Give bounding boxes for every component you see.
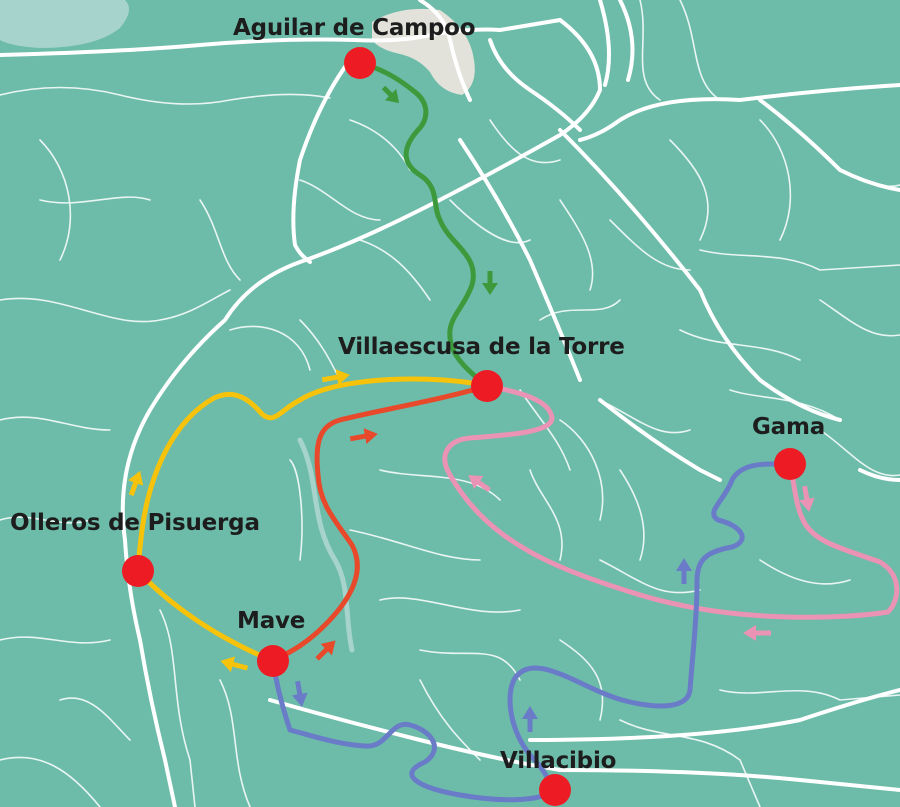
label-villacibio: Villacibio: [500, 748, 617, 774]
arrow-pink-2: [798, 485, 815, 512]
arrow-yellow-1: [321, 369, 350, 386]
label-olleros: Olleros de Pisuerga: [10, 510, 260, 536]
marker-aguilar[interactable]: [344, 47, 376, 79]
route-pink: [442, 383, 900, 620]
marker-villacibio[interactable]: [539, 774, 571, 806]
arrow-yellow-3: [220, 656, 249, 672]
town-markers: [122, 47, 806, 806]
arrow-pink-1: [468, 475, 491, 493]
route-green: [358, 60, 490, 389]
reservoir: [0, 0, 129, 48]
arrow-red-1: [349, 428, 378, 445]
route-red: [270, 383, 490, 664]
arrow-red-2: [315, 640, 336, 661]
label-mave: Mave: [237, 608, 306, 634]
marker-mave[interactable]: [257, 645, 289, 677]
arrow-blue-1: [676, 558, 692, 584]
label-aguilar: Aguilar de Campoo: [233, 15, 476, 41]
arrow-green-2: [482, 271, 498, 295]
direction-arrows: [128, 85, 815, 732]
arrow-blue-3: [291, 680, 308, 707]
arrow-pink-3: [743, 625, 771, 641]
marker-olleros[interactable]: [122, 555, 154, 587]
river: [297, 437, 355, 653]
label-villaescusa: Villaescusa de la Torre: [338, 334, 625, 360]
label-gama: Gama: [752, 414, 826, 440]
route-blue: [270, 461, 793, 803]
marker-villaescusa[interactable]: [471, 370, 503, 402]
arrow-blue-2: [522, 706, 538, 732]
marker-gama[interactable]: [774, 448, 806, 480]
arrow-green-1: [381, 85, 400, 104]
arrow-yellow-2: [128, 470, 144, 497]
